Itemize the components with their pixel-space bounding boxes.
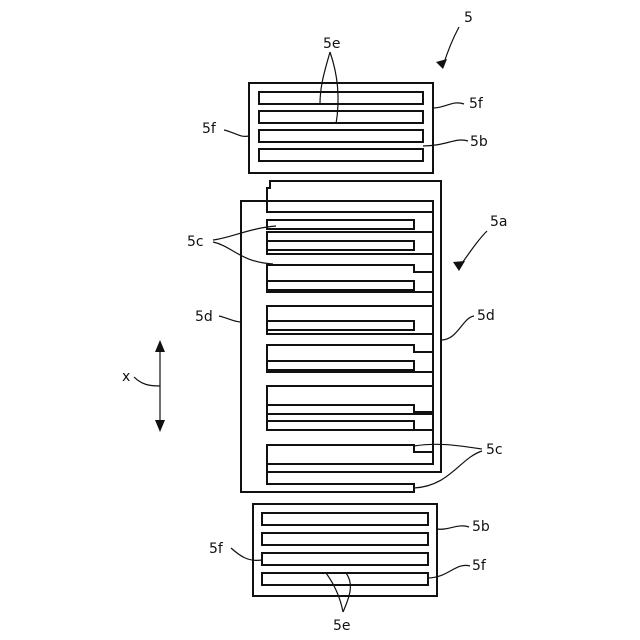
leader-bottom-slit: [326, 573, 343, 612]
label-top-right-b: 5b: [470, 134, 488, 150]
label-bottom-slit: 5e: [333, 618, 351, 634]
top-heater-element: [249, 83, 433, 173]
top-element-outline: [249, 83, 433, 173]
label-left-side: 5d: [195, 309, 213, 325]
center-heater-element: [241, 181, 441, 492]
leader-bottom-left-group: [231, 548, 262, 560]
left-comb: [241, 201, 433, 492]
axis-arrow-up-icon: [155, 340, 165, 352]
leader-top-right-b: [423, 140, 468, 146]
comb-tine: [267, 321, 414, 330]
label-bottom-right-group: 5f: [472, 558, 487, 574]
arrowhead: [453, 261, 465, 271]
label-bottom-right-b: 5b: [472, 519, 490, 535]
label-upper-comb: 5c: [187, 234, 204, 250]
leader-right-side: [441, 316, 474, 340]
axis-arrow-down-icon: [155, 420, 165, 432]
leader-top-left-group: [224, 130, 249, 136]
leader-center: [460, 231, 487, 266]
leader-bottom-right-b: [437, 526, 469, 529]
bottom-slot: [262, 553, 428, 565]
label-axis: x: [122, 369, 130, 385]
axis-leader: [134, 377, 160, 386]
leader-bottom-slit: [343, 573, 350, 612]
leader-top-right-group: [433, 103, 464, 108]
leader-lower-comb: [414, 444, 482, 449]
top-slot: [259, 130, 423, 142]
label-bottom-left-group: 5f: [209, 541, 224, 557]
leader-bottom-right-group: [428, 565, 470, 578]
label-center: 5a: [490, 214, 508, 230]
label-top-right-group: 5f: [469, 96, 484, 112]
comb-tine: [267, 421, 414, 430]
bottom-slot: [262, 533, 428, 545]
label-top-left-group: 5f: [202, 121, 217, 137]
comb-tine: [267, 220, 414, 229]
bottom-element-outline: [253, 504, 437, 596]
axis-indicator: [134, 340, 165, 432]
leader-upper-comb: [213, 242, 273, 264]
top-slot: [259, 92, 423, 104]
comb-tine: [267, 241, 414, 250]
bottom-heater-element: [253, 504, 437, 596]
arrowhead: [436, 59, 447, 69]
label-top-slit: 5e: [323, 36, 341, 52]
top-slot: [259, 111, 423, 123]
label-assembly: 5: [464, 10, 473, 26]
bottom-slot: [262, 513, 428, 525]
label-right-side: 5d: [477, 308, 495, 324]
leader-top-slit: [320, 52, 330, 104]
leader-top-slit: [330, 52, 338, 124]
label-lower-comb: 5c: [486, 442, 503, 458]
leader-lower-comb: [414, 451, 482, 488]
bottom-slot: [262, 573, 428, 585]
top-slot: [259, 149, 423, 161]
comb-tine: [267, 361, 414, 370]
comb-tine: [267, 281, 414, 290]
leader-left-side: [219, 316, 241, 322]
